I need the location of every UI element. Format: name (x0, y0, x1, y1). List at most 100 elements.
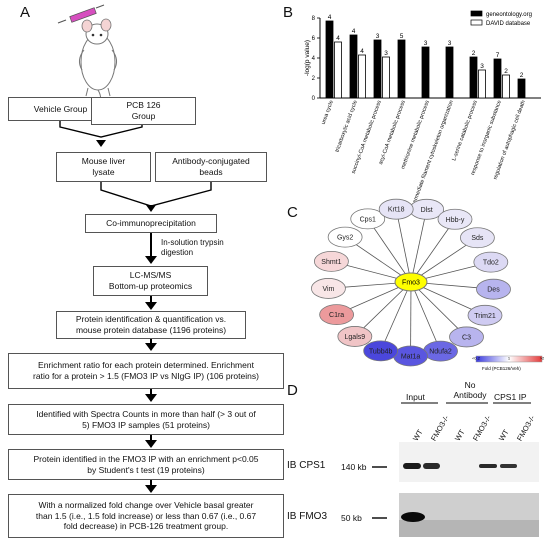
bar-count-label: 5 (400, 33, 404, 40)
interaction-network: DlstHbb-ySdsTdo2DesTrim21C3Ndufa2Mat1aTu… (311, 198, 545, 371)
bar (397, 39, 406, 99)
bar-count-label: 3 (480, 63, 484, 70)
y-tick-label: 4 (312, 56, 316, 62)
liver-lysate-text: Mouse liver (81, 156, 126, 167)
protein-node (473, 251, 509, 273)
enrichment-text: Enrichment ratio for each protein determ… (38, 360, 254, 371)
panel-label-d: D (287, 382, 298, 399)
protein-node-label: Lgals9 (345, 334, 366, 341)
fold-legend-title: Fold (PCB126/Veh) (482, 366, 521, 371)
bar-count-label: 2 (504, 68, 508, 75)
category-label: tricarboxylic acid cycle (335, 100, 359, 153)
legend-entry: geneontology.org (486, 12, 532, 18)
ttest-text: Protein identified in the FMO3 IP with a… (33, 453, 259, 464)
antibody-beads-text: Antibody-conjugated (172, 156, 250, 167)
legend-swatch (470, 19, 483, 26)
digestion-note-1: In-solution trypsin (161, 238, 224, 247)
bar (334, 41, 342, 99)
bar (325, 20, 334, 99)
bar (469, 56, 478, 99)
spectra-box: Identified with Spectra Counts in more t… (8, 404, 284, 435)
protein-node-label: C3 (462, 334, 471, 341)
ttest-text-2: by Student's t test (19 proteins) (87, 464, 205, 475)
bar-count-label: 4 (360, 48, 364, 55)
protein-node-label: Hbb-y (446, 217, 465, 224)
panel-label-c: C (287, 204, 298, 221)
protein-node-label: Tdo2 (483, 260, 499, 267)
network-edge (410, 209, 428, 283)
coip-text: Co-immunoprecipitation (106, 218, 196, 229)
liver-lysate-text-2: lysate (92, 167, 115, 177)
header-input: Input (406, 392, 425, 402)
header-cps1-ip: CPS1 IP (494, 392, 527, 402)
protein-node (467, 304, 503, 326)
spectra-text-2: 5) FMO3 IP samples (51 proteins) (82, 419, 210, 430)
fold-legend-tick: <0.2 (472, 356, 481, 361)
ib-fmo3-label: IB FMO3 (287, 511, 328, 522)
flowchart-connectors (57, 4, 212, 493)
protein-node (319, 304, 355, 326)
lcms-text: LC-MS/MS (129, 270, 172, 281)
protein-node-label: Shmt1 (321, 259, 341, 266)
bar-count-label: 2 (472, 50, 476, 57)
protein-node-label: Dlst (421, 207, 433, 214)
category-label: methionine metabolic process (400, 99, 431, 170)
protein-node-label: Des (487, 287, 500, 294)
ttest-box: Protein identified in the FMO3 IP with a… (8, 449, 284, 480)
protein-node-label: Trim21 (474, 313, 496, 320)
network-edge (410, 281, 467, 338)
header-no-antibody-2: Antibody (453, 390, 487, 400)
protein-id-box: Protein identification & quantification … (56, 311, 246, 339)
protein-node (363, 340, 399, 362)
blot-graphics (372, 402, 539, 537)
pcb-group-text-2: Group (131, 111, 156, 121)
fold-legend-tick: >2 (540, 356, 545, 361)
bar (349, 34, 358, 99)
protein-node (350, 208, 386, 230)
bar-count-label: 3 (376, 33, 380, 40)
bar-count-label: 3 (448, 40, 452, 47)
panel-label-b: B (283, 4, 294, 21)
protein-node-label: Tubb4b (369, 348, 393, 355)
y-tick-label: 6 (312, 36, 316, 42)
y-axis-title: -log(p value) (304, 40, 311, 76)
fold-legend-bar (475, 355, 543, 363)
legend-entry: DAVID database (486, 21, 531, 27)
category-label: acyl-CoA metabolic process (378, 99, 407, 165)
bar (382, 56, 390, 99)
protein-node-label: Ndufa2 (429, 349, 452, 356)
protein-node (327, 226, 363, 248)
protein-node (337, 326, 373, 347)
mw-50-label: 50 kb (341, 513, 362, 523)
fold-change-text: With a normalized fold change over Vehic… (38, 500, 254, 511)
ib-cps1-label: IB CPS1 (287, 460, 326, 471)
mw-140-label: 140 kb (341, 462, 367, 472)
bar (502, 74, 510, 99)
protein-node (314, 250, 349, 272)
fold-change-box: With a normalized fold change over Vehic… (8, 494, 284, 538)
digestion-note-2: digestion (161, 247, 194, 257)
coip-box: Co-immunoprecipitation (85, 214, 217, 233)
bar-count-label: 3 (384, 50, 388, 57)
bar-count-label: 4 (352, 28, 356, 35)
protein-node (311, 278, 346, 299)
header-no-antibody-1: No (464, 380, 476, 390)
category-label: L-serine catabolic process (451, 99, 479, 161)
bar-count-label: 3 (424, 40, 428, 47)
bar-count-label: 4 (336, 35, 340, 42)
y-tick-label: 8 (312, 16, 316, 22)
protein-node-label: C1ra (329, 312, 344, 319)
bar (421, 46, 430, 99)
network-edge (354, 281, 412, 337)
bar (445, 46, 454, 99)
lcms-text-2: Bottom-up proteomics (108, 281, 193, 291)
protein-id-text-2: mouse protein database (1196 proteins) (75, 325, 227, 335)
antibody-beads-text-2: beads (199, 167, 223, 177)
protein-node (437, 208, 473, 230)
